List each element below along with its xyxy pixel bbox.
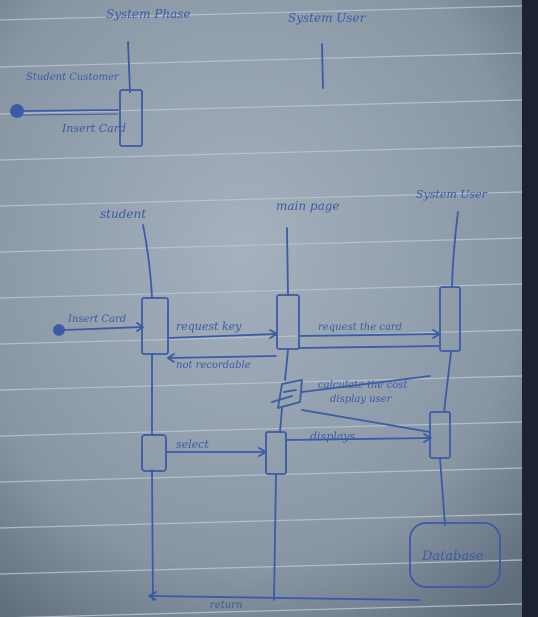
- actor-dot: [53, 324, 65, 336]
- displays-arrow: [286, 437, 431, 441]
- calculate-cost-arrow: [301, 375, 431, 393]
- database-label: Database: [421, 549, 484, 564]
- top-lifeline-2-label: System User: [288, 11, 367, 25]
- return-arrow: [149, 595, 421, 601]
- msg-not-recordable: not recordable: [176, 360, 251, 371]
- ruled-line: [0, 421, 523, 437]
- main-sequence-diagram: [53, 211, 501, 601]
- lifeline-main-page-label: main page: [276, 199, 340, 213]
- top-message-label: Insert Card: [61, 122, 126, 135]
- ruled-line: [0, 145, 523, 161]
- msg-calculate-cost: calculate the cost: [318, 380, 408, 391]
- insert-card-arrow: [63, 326, 143, 331]
- msg-return: return: [210, 600, 242, 611]
- ruled-line: [0, 467, 523, 483]
- msg-request-card: request the card: [318, 322, 402, 333]
- msg-select: select: [176, 438, 209, 451]
- lifeline-main-page: [273, 227, 289, 601]
- ruled-line: [0, 375, 523, 391]
- lifeline-system-user-label: System User: [416, 188, 488, 201]
- lifeline-system-user: [439, 211, 459, 526]
- ruled-line: [0, 237, 523, 253]
- top-message-arrow: [21, 109, 119, 112]
- msg-display-user: display user: [330, 394, 393, 405]
- ruled-line: [0, 329, 523, 345]
- request-card-arrow: [298, 333, 440, 337]
- top-actor-label: Student Customer: [26, 72, 120, 83]
- lifeline-student-label: student: [100, 207, 146, 221]
- activation-system-user-1: [439, 286, 461, 352]
- top-lifeline-1-label: System Phase: [106, 7, 191, 21]
- ruled-line: [0, 559, 523, 575]
- self-call-scribble: [271, 379, 303, 409]
- top-activation-box: [119, 89, 143, 147]
- activation-student-2: [141, 434, 167, 472]
- top-sequence-diagram: [10, 41, 324, 147]
- ruled-line: [0, 191, 523, 207]
- msg-request-key: request key: [176, 320, 242, 333]
- database-box: [409, 522, 501, 588]
- display-user-arrow: [301, 409, 431, 433]
- msg-displays: displays: [310, 430, 356, 443]
- ruled-line: [0, 5, 523, 21]
- actor-label: Insert Card: [67, 314, 126, 325]
- ruled-line: [0, 52, 523, 68]
- return-system-arrow: [299, 345, 441, 349]
- lifeline-student: [142, 224, 154, 601]
- notebook-edge: [522, 0, 538, 617]
- ruled-line: [14, 603, 523, 617]
- ruled-line: [0, 283, 523, 299]
- activation-main-page-1: [276, 294, 300, 350]
- ruled-line: [0, 99, 523, 115]
- ruled-lines: [0, 5, 523, 617]
- request-key-arrow: [167, 333, 277, 339]
- not-recordable-arrow: [167, 355, 277, 359]
- ruled-line: [0, 513, 523, 529]
- top-lifeline-2: [321, 43, 324, 89]
- activation-system-user-2: [429, 411, 451, 459]
- top-lifeline-1: [127, 41, 131, 93]
